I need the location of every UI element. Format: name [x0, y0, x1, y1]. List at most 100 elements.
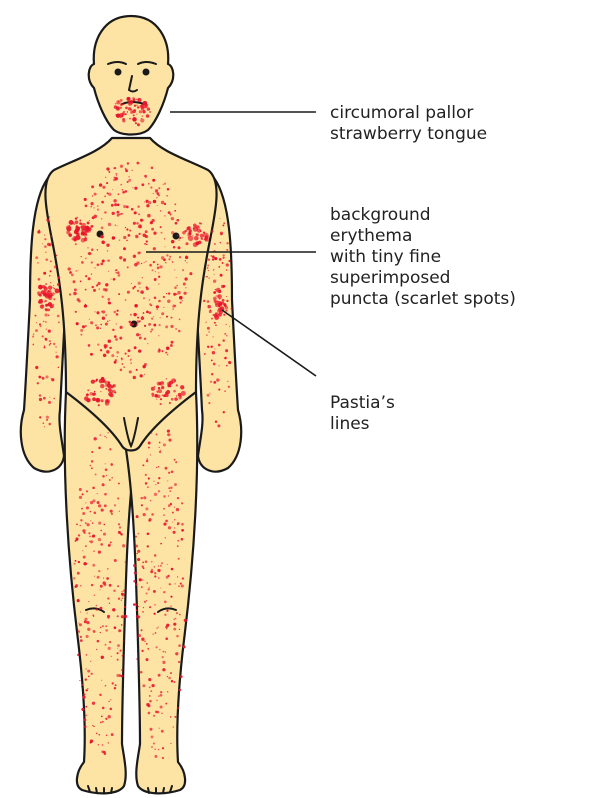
rash-dot [103, 288, 106, 291]
rash-dot [141, 104, 143, 106]
rash-dot [172, 261, 174, 263]
rash-dot [106, 437, 107, 438]
rash-dot [165, 352, 167, 354]
rash-dot [110, 393, 114, 397]
rash-dot [167, 430, 170, 433]
rash-dot [175, 618, 177, 620]
rash-dot [223, 309, 224, 310]
rash-dot [154, 755, 157, 758]
rash-dot [75, 560, 77, 562]
rash-dot [125, 227, 126, 228]
rash-dot [174, 203, 176, 205]
rash-dot [145, 507, 148, 510]
rash-dot [151, 328, 153, 330]
rash-dot [38, 376, 41, 379]
rash-dot [125, 107, 128, 110]
rash-dot [214, 257, 217, 260]
rash-dot [111, 513, 113, 515]
rash-dot [49, 340, 51, 342]
body-figure [21, 16, 241, 793]
rash-dot [140, 287, 141, 288]
rash-dot [77, 599, 80, 602]
rash-dot [105, 402, 106, 403]
rash-dot [85, 678, 87, 680]
rash-dot [160, 565, 162, 567]
rash-dot [144, 325, 146, 327]
rash-dot [96, 605, 98, 607]
rash-dot [109, 479, 111, 481]
rash-dot [151, 561, 152, 562]
rash-dot [123, 258, 125, 260]
rash-dot [58, 321, 60, 323]
rash-dot [101, 226, 104, 229]
rash-dot [223, 411, 225, 413]
rash-dot [58, 367, 60, 369]
rash-dot [173, 726, 174, 727]
rash-dot [93, 289, 96, 292]
rash-dot [75, 217, 77, 219]
rash-dot [123, 366, 125, 368]
rash-dot [181, 300, 183, 302]
rash-dot [181, 502, 183, 504]
rash-dot [78, 622, 79, 623]
rash-dot [188, 236, 193, 241]
rash-dot [163, 523, 166, 526]
rash-dot [88, 601, 89, 602]
rash-dot [93, 726, 94, 727]
rash-dot [100, 235, 103, 238]
rash-dot [162, 651, 164, 653]
rash-dot [165, 262, 166, 263]
rash-dot [167, 676, 168, 677]
rash-dot [219, 258, 222, 261]
rash-dot [117, 652, 119, 654]
rash-dot [110, 699, 111, 700]
rash-dot [108, 382, 110, 384]
rash-dot [76, 233, 79, 236]
rash-dot [139, 110, 142, 113]
rash-dot [81, 686, 82, 687]
rash-dot [173, 246, 176, 249]
rash-dot [89, 536, 91, 538]
rash-dot [213, 314, 215, 316]
rash-dot [116, 100, 120, 104]
rash-dot [50, 307, 52, 309]
rash-dot [180, 583, 182, 585]
rash-dot [172, 512, 174, 514]
rash-dot [105, 177, 106, 178]
rash-dot [182, 577, 184, 579]
rash-dot [166, 293, 167, 294]
rash-dot [42, 243, 43, 244]
rash-dot [127, 111, 128, 112]
rash-dot [98, 282, 101, 285]
rash-dot [136, 515, 139, 518]
rash-dot [96, 379, 98, 381]
label-line: superimposed [330, 268, 516, 289]
rash-dot [77, 630, 79, 632]
rash-dot [47, 290, 49, 292]
rash-dot [94, 311, 95, 312]
rash-dot [160, 403, 162, 405]
rash-dot [114, 687, 116, 689]
rash-dot [167, 480, 168, 481]
rash-dot [174, 583, 175, 584]
rash-dot [123, 104, 124, 105]
rash-dot [154, 604, 156, 606]
rash-dot [215, 303, 219, 307]
rash-dot [218, 290, 221, 293]
rash-dot [105, 314, 107, 316]
rash-dot [154, 554, 156, 556]
rash-dot [116, 175, 117, 176]
rash-dot [113, 590, 116, 593]
rash-dot [176, 395, 177, 396]
rash-dot [91, 451, 93, 453]
rash-dot [114, 335, 117, 338]
rash-dot [224, 390, 226, 392]
rash-dot [162, 747, 164, 749]
rash-dot [50, 261, 52, 263]
rash-dot [207, 265, 209, 267]
rash-dot [144, 363, 147, 366]
rash-dot [150, 500, 152, 502]
rash-dot [200, 230, 202, 232]
rash-dot [98, 404, 100, 406]
rash-dot [167, 564, 168, 565]
